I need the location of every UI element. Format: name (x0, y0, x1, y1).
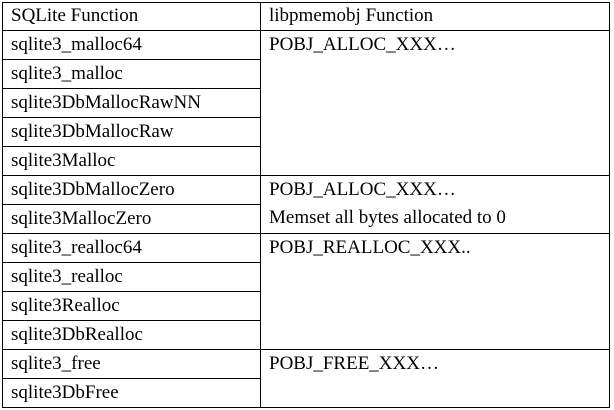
table-row: sqlite3DbFree (2, 378, 610, 408)
sqlite-function-cell: sqlite3MallocZero (2, 204, 261, 234)
table-row: sqlite3_malloc64 POBJ_ALLOC_XXX… (2, 30, 610, 176)
table-row: sqlite3Malloc (2, 146, 610, 176)
sqlite-function-cell: sqlite3Realloc (2, 291, 261, 321)
table-header-row: SQLite Function libpmemobj Function (2, 2, 610, 31)
sqlite-function-cell: sqlite3_free (2, 349, 261, 379)
sqlite-function-cell: sqlite3_realloc64 (2, 233, 261, 263)
pmem-function-name: POBJ_ALLOC_XXX… (269, 34, 456, 55)
pmem-function-name: POBJ_ALLOC_XXX… (269, 179, 456, 200)
sqlite-function-cell: sqlite3DbMallocRaw (2, 117, 261, 147)
table-row: sqlite3DbRealloc (2, 320, 610, 350)
sqlite-function-cell: sqlite3_realloc (2, 262, 261, 292)
sqlite-function-cell: sqlite3Malloc (2, 146, 261, 176)
table-row: sqlite3Realloc (2, 291, 610, 321)
pmem-function-cell: POBJ_ALLOC_XXX… (260, 30, 610, 176)
table-row: sqlite3_malloc (2, 59, 610, 89)
pmem-function-cell: POBJ_ALLOC_XXX… Memset all bytes allocat… (260, 175, 610, 234)
sqlite-function-cell: sqlite3_malloc64 (2, 30, 261, 60)
table-row: sqlite3DbMallocRawNN (2, 88, 610, 118)
pmem-function-name: POBJ_FREE_XXX… (269, 353, 439, 374)
table-row: sqlite3DbMallocZero POBJ_ALLOC_XXX… Mems… (2, 175, 610, 234)
header-libpmemobj-function: libpmemobj Function (260, 2, 610, 31)
table-row: sqlite3_free POBJ_FREE_XXX… (2, 349, 610, 408)
table-row: sqlite3_realloc (2, 262, 610, 292)
pmem-function-note: Memset all bytes allocated to 0 (269, 207, 506, 228)
header-sqlite-function: SQLite Function (2, 2, 261, 31)
pmem-function-cell: POBJ_FREE_XXX… (260, 349, 610, 408)
sqlite-function-cell: sqlite3DbMallocRawNN (2, 88, 261, 118)
pmem-function-cell: POBJ_REALLOC_XXX.. (260, 233, 610, 350)
sqlite-function-cell: sqlite3DbFree (2, 378, 261, 408)
table-row: sqlite3_realloc64 POBJ_REALLOC_XXX.. (2, 233, 610, 350)
pmem-function-name: POBJ_REALLOC_XXX.. (269, 237, 471, 258)
sqlite-function-cell: sqlite3DbMallocZero (2, 175, 261, 205)
table-row: sqlite3MallocZero (2, 204, 610, 234)
sqlite-function-cell: sqlite3_malloc (2, 59, 261, 89)
sqlite-function-cell: sqlite3DbRealloc (2, 320, 261, 350)
